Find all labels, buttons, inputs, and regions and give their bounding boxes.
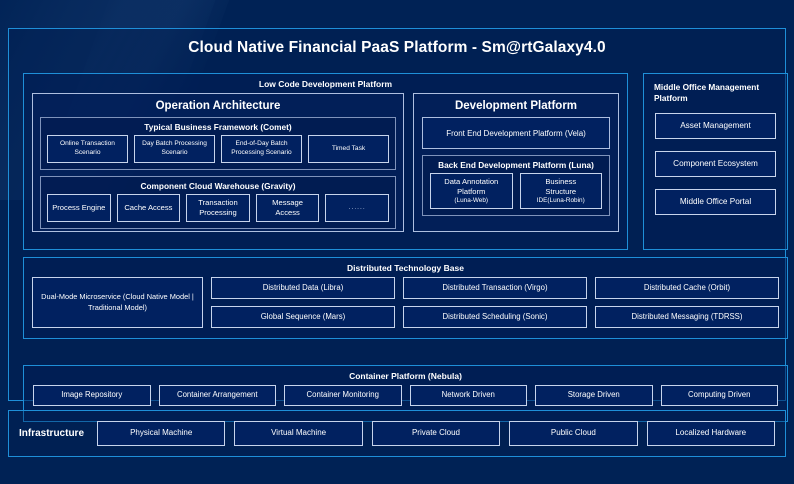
distributed-technology-base-panel: Distributed Technology Base Dual-Mode Mi… xyxy=(23,257,788,339)
platform-frame: Cloud Native Financial PaaS Platform - S… xyxy=(8,28,788,422)
data-annotation-line-2: Platform xyxy=(457,186,486,196)
framework-item-end-of-day-batch[interactable]: End-of-Day Batch Processing Scenario xyxy=(221,135,302,163)
distributed-cache-orbit[interactable]: Distributed Cache (Orbit) xyxy=(595,277,779,299)
distributed-messaging-tdrss[interactable]: Distributed Messaging (TDRSS) xyxy=(595,306,779,328)
middle-office-item-portal[interactable]: Middle Office Portal xyxy=(655,189,776,216)
dual-mode-microservice-wrapper: Dual-Mode Microservice (Cloud Native Mod… xyxy=(32,277,203,328)
operation-architecture-panel: Operation Architecture Typical Business … xyxy=(32,93,404,232)
framework-item-timed-task[interactable]: Timed Task xyxy=(308,135,389,163)
distributed-column-1: Distributed Data (Libra) Global Sequence… xyxy=(211,277,395,328)
back-end-development-platform-group: Back End Development Platform (Luna) Dat… xyxy=(422,155,610,216)
dual-mode-microservice-box[interactable]: Dual-Mode Microservice (Cloud Native Mod… xyxy=(32,277,203,328)
framework-item-online-transaction[interactable]: Online Transaction Scenario xyxy=(47,135,128,163)
distributed-transaction-virgo[interactable]: Distributed Transaction (Virgo) xyxy=(403,277,587,299)
data-annotation-line-1: Data Annotation xyxy=(444,176,499,186)
back-end-development-platform-title: Back End Development Platform (Luna) xyxy=(438,160,594,170)
container-platform-title: Container Platform (Nebula) xyxy=(349,371,462,381)
component-cloud-warehouse-group: Component Cloud Warehouse (Gravity) Proc… xyxy=(40,176,396,229)
infrastructure-label: Infrastructure xyxy=(19,428,85,439)
business-structure-line-3: IDE(Luna-Robin) xyxy=(536,196,585,204)
page-title: Cloud Native Financial PaaS Platform - S… xyxy=(188,39,606,56)
middle-office-item-asset-management[interactable]: Asset Management xyxy=(655,113,776,140)
data-annotation-line-3: (Luna-Web) xyxy=(454,196,489,204)
back-end-item-data-annotation-platform[interactable]: Data Annotation Platform (Luna-Web) xyxy=(430,173,513,209)
low-code-platform-panel: Low Code Development Platform Operation … xyxy=(23,73,628,250)
container-item-storage-driven[interactable]: Storage Driven xyxy=(535,385,653,406)
container-item-network-driven[interactable]: Network Driven xyxy=(409,385,527,406)
framework-item-day-batch[interactable]: Day Batch Processing Scenario xyxy=(134,135,215,163)
infrastructure-item-virtual-machine[interactable]: Virtual Machine xyxy=(234,421,363,446)
front-end-development-platform[interactable]: Front End Development Platform (Vela) xyxy=(422,117,610,149)
infrastructure-item-localized-hardware[interactable]: Localized Hardware xyxy=(646,421,775,446)
warehouse-item-message-access[interactable]: Message Access xyxy=(255,194,320,222)
container-platform-panel: Container Platform (Nebula) Image Reposi… xyxy=(23,365,788,422)
middle-office-platform-title: Middle Office Management Platform xyxy=(654,82,760,104)
distributed-scheduling-sonic[interactable]: Distributed Scheduling (Sonic) xyxy=(403,306,587,328)
container-item-computing-driven[interactable]: Computing Driven xyxy=(660,385,778,406)
distributed-column-3: Distributed Cache (Orbit) Distributed Me… xyxy=(595,277,779,328)
low-code-platform-title: Low Code Development Platform xyxy=(258,79,393,89)
warehouse-item-transaction-processing[interactable]: Transaction Processing xyxy=(186,194,250,222)
distributed-technology-base-title: Distributed Technology Base xyxy=(347,263,464,273)
distributed-data-libra[interactable]: Distributed Data (Libra) xyxy=(211,277,395,299)
container-item-container-arrangement[interactable]: Container Arrangement xyxy=(158,385,276,406)
container-item-container-monitoring[interactable]: Container Monitoring xyxy=(284,385,402,406)
business-structure-line-2: Structure xyxy=(545,186,577,196)
warehouse-item-cache-access[interactable]: Cache Access xyxy=(116,194,181,222)
middle-office-item-component-ecosystem[interactable]: Component Ecosystem xyxy=(655,151,776,178)
typical-business-framework-group: Typical Business Framework (Comet) Onlin… xyxy=(40,117,396,170)
development-platform-panel: Development Platform Front End Developme… xyxy=(413,93,619,232)
component-cloud-warehouse-title: Component Cloud Warehouse (Gravity) xyxy=(140,181,296,191)
infrastructure-panel: Infrastructure Physical Machine Virtual … xyxy=(8,410,786,457)
development-platform-title: Development Platform xyxy=(454,100,578,112)
global-sequence-mars[interactable]: Global Sequence (Mars) xyxy=(211,306,395,328)
container-item-image-repository[interactable]: Image Repository xyxy=(33,385,151,406)
distributed-column-2: Distributed Transaction (Virgo) Distribu… xyxy=(403,277,587,328)
business-structure-line-1: Business xyxy=(545,176,577,186)
typical-business-framework-title: Typical Business Framework (Comet) xyxy=(144,122,292,132)
infrastructure-item-private-cloud[interactable]: Private Cloud xyxy=(371,421,501,446)
infrastructure-item-physical-machine[interactable]: Physical Machine xyxy=(97,421,226,446)
infrastructure-item-public-cloud[interactable]: Public Cloud xyxy=(509,421,638,446)
back-end-item-business-structure-ide[interactable]: Business Structure IDE(Luna-Robin) xyxy=(519,173,602,209)
middle-office-platform-panel: Middle Office Management Platform Asset … xyxy=(643,73,788,250)
operation-architecture-title: Operation Architecture xyxy=(155,100,281,112)
warehouse-item-more[interactable]: ...... xyxy=(325,194,389,222)
warehouse-item-process-engine[interactable]: Process Engine xyxy=(47,194,111,222)
